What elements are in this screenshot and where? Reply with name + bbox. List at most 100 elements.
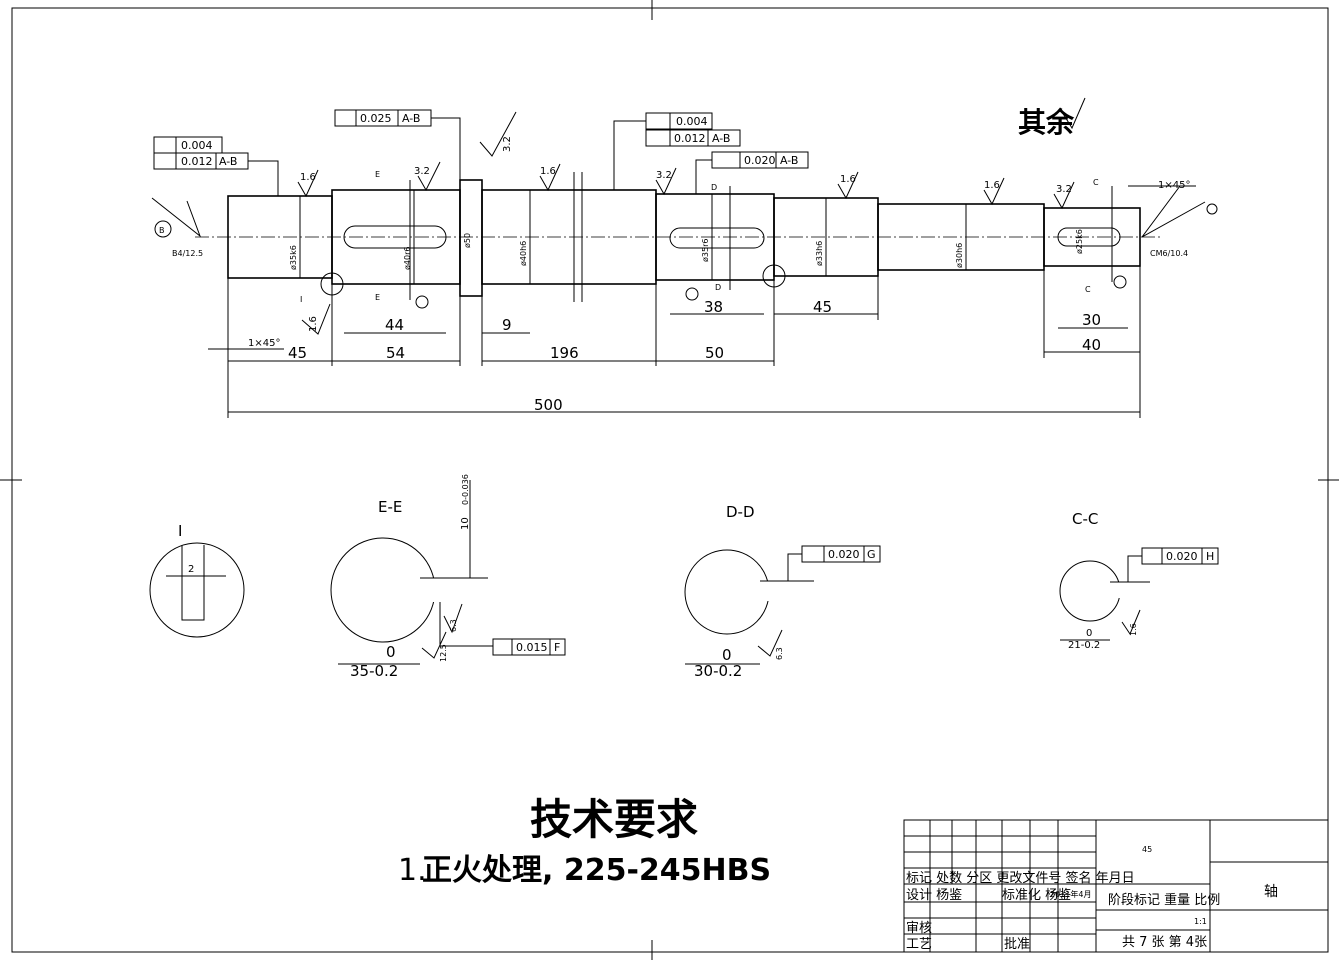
diameter-7: ø30h6 [955, 243, 964, 268]
other-roughness-symbol [1061, 97, 1086, 130]
roughness-ee-2: 12.5 [439, 644, 448, 662]
gdt-frames: 0.004 0.012 A-B 0.025 A-B 0.004 0.012 A-… [153, 109, 809, 196]
section-e-bottom: E [375, 293, 380, 302]
diameter-3: ø50 [463, 233, 472, 248]
tech-requirement-1: 正火处理, 225-245HBS [422, 853, 771, 888]
gdt-leader-1 [248, 160, 279, 196]
gdt-value-1a: 0.004 [181, 139, 213, 152]
gdt-value-dd: 0.020 [828, 548, 860, 561]
gdt-frame-ee [492, 638, 566, 656]
title-header-row: 标记 处数 分区 更改文件号 签名 年月日 [906, 870, 1135, 886]
section-ee-circle [330, 537, 436, 643]
title-standardizer: 标准化 杨鉴 [1002, 888, 1071, 903]
title-process: 工艺 [906, 937, 932, 952]
dimension-row-2: 45 54 196 50 40 [228, 336, 1140, 362]
centre-hole-right: CM6/10.4 [1150, 249, 1188, 258]
segment-25k6 [1043, 207, 1141, 267]
dim-196: 196 [550, 344, 579, 362]
centre-arrow-right [1141, 185, 1206, 238]
section-e-top: E [375, 170, 380, 179]
roughness-ee-1: 6.3 [449, 619, 458, 632]
dim-44: 44 [385, 316, 404, 334]
title-approve: 批准 [1004, 937, 1030, 952]
diameter-8: ø25k6 [1075, 229, 1084, 254]
gdt-value-3c: 0.020 [744, 154, 776, 167]
gdt-frame-3b [645, 129, 741, 147]
other-surfaces-label: 其余 [1018, 106, 1075, 139]
section-dd-title: D-D [726, 503, 755, 521]
extension-lines [227, 266, 1141, 418]
roughness-value-2: 3.2 [414, 166, 430, 177]
section-ee-zero: 0 [386, 643, 396, 661]
roughness-4 [539, 163, 561, 192]
datum-g-circle [685, 287, 699, 301]
title-block: 45 标记 处数 分区 更改文件号 签名 年月日 设计 杨鉴 标准化 杨鉴 20… [903, 819, 1329, 953]
centre-arrow-left [151, 197, 202, 238]
datum-f-circle [415, 295, 429, 309]
gdt-value-3a: 0.004 [676, 115, 708, 128]
roughness-value-5: 3.2 [656, 170, 672, 181]
dim-45a: 45 [813, 298, 832, 316]
dim-500: 500 [534, 396, 563, 414]
gdt-leader-3a [613, 120, 646, 190]
diameter-1: ø35k6 [289, 245, 298, 270]
roughness-5 [655, 167, 677, 196]
section-d-top: D [711, 183, 717, 192]
gdt-ref-ee: F [554, 641, 560, 654]
section-dd-circle [684, 549, 770, 635]
title-designer: 设计 杨鉴 [906, 888, 962, 903]
roughness-value-3: 3.2 [502, 136, 513, 152]
gdt-ref-dd: G [867, 548, 876, 561]
title-sheet-count: 共 7 张 第 4张 [1122, 935, 1207, 950]
shaft-main-view: E E D D C C I B B4/12.5 CM6/10.4 ø35k6 ø… [151, 170, 1218, 309]
dim-50: 50 [705, 344, 724, 362]
detail-i-view: I 2 [149, 522, 245, 638]
keyway-1 [343, 225, 447, 249]
roughness-value-6: 1.6 [840, 174, 856, 185]
gdt-value-cc: 0.020 [1166, 550, 1198, 563]
dim-38: 38 [704, 298, 723, 316]
gdt-value-3b: 0.012 [674, 132, 706, 145]
tech-requirements-number: 1. [398, 853, 427, 888]
gdt-leader-3c [695, 159, 712, 194]
gdt-value-2: 0.025 [360, 112, 392, 125]
gdt-value-1b: 0.012 [181, 155, 213, 168]
centre-hole-left: B4/12.5 [172, 249, 203, 258]
section-ee-dim: 35-0.2 [350, 662, 398, 680]
diameter-2: ø40r6 [403, 247, 412, 270]
roughness-6 [837, 171, 859, 200]
tech-requirements-heading: 技术要求 [530, 795, 698, 844]
roughness-value-4: 1.6 [540, 166, 556, 177]
gdt-leader-2 [431, 117, 461, 180]
gdt-value-ee: 0.015 [516, 641, 548, 654]
roughness-2 [417, 161, 441, 192]
roughness-value-8: 3.2 [1056, 184, 1072, 195]
roughness-value-7: 1.6 [984, 180, 1000, 191]
datum-b-label: B [159, 226, 165, 235]
roughness-9 [301, 303, 331, 335]
diameter-6: ø33h6 [815, 241, 824, 266]
title-material: 45 [1142, 845, 1152, 854]
gdt-ref-3c: A-B [780, 154, 798, 167]
section-cc-dim: 21-0.2 [1068, 640, 1100, 651]
gdt-ref-cc: H [1206, 550, 1214, 563]
keyway-e-tol: 0-0.036 [461, 474, 470, 505]
gdt-ref-3b: A-B [712, 132, 730, 145]
dim-30: 30 [1082, 311, 1101, 329]
detail-i-circle [149, 542, 245, 638]
dim-9: 9 [502, 316, 512, 334]
keyway-e-dim: 10 [460, 517, 471, 530]
roughness-cc: 1.6 [1129, 623, 1138, 636]
detail-i-title: I [178, 522, 182, 540]
chamfer-left: 1×45° [248, 338, 280, 349]
dim-54: 54 [386, 344, 405, 362]
roughness-symbols: 1.6 3.2 3.2 1.6 3.2 1.6 1.6 3.2 1.6 [297, 111, 1075, 335]
dim-40: 40 [1082, 336, 1101, 354]
section-ee-view: E-E 10 0-0.036 0.015 F 0 35-0.2 6.3 12.5 [330, 474, 566, 680]
roughness-dd: 6.3 [775, 647, 784, 660]
section-d-bottom: D [715, 283, 721, 292]
section-dd-dim: 30-0.2 [694, 662, 742, 680]
keyway-2 [669, 227, 765, 249]
